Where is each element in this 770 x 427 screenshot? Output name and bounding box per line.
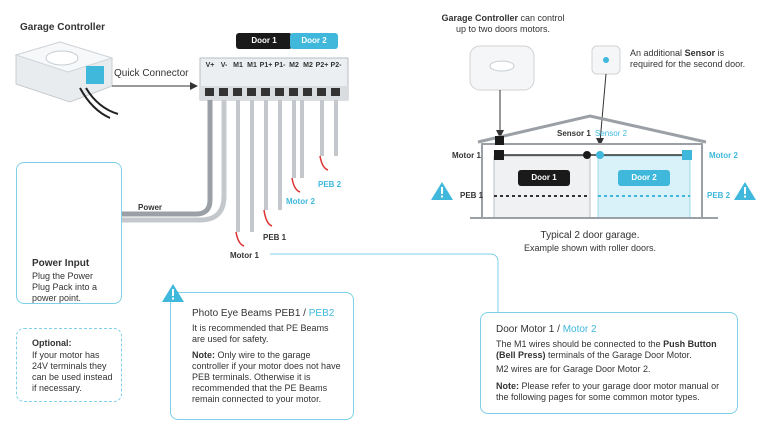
power-input-title: Power Input [32,258,90,269]
motor1-label: Motor 1 [452,151,481,160]
optional-box [16,328,122,402]
peb-para1: It is recommended that PE Beams are used… [192,323,329,344]
motor-para2: M2 wires are for Garage Door Motor 2. [496,364,651,374]
motor-box-title: Door Motor 1 / Motor 2 [496,324,597,335]
optional-body: If your motor has 24V terminals they can… [32,350,113,393]
garage-door2-badge: Door 2 [618,170,670,186]
terminal-label: V- [220,62,228,69]
terminal-label: P2+ [315,62,329,69]
garage-drawing [470,114,718,219]
motor2-wire-label: Motor 2 [286,197,315,206]
peb2-label: PEB 2 [707,191,731,200]
peb-title-b: PEB2 [308,308,335,319]
peb-title-a: Photo Eye Beams PEB1 / [192,308,306,319]
motor-para1: The M1 wires should be connected to the … [496,339,726,361]
peb-box-title: Photo Eye Beams PEB1 / PEB2 [192,308,334,319]
terminal-label: M2 [289,62,299,69]
sensor-desc: An additional Sensor is required for the… [630,48,748,70]
right-controller-title: Garage Controller [441,13,518,23]
peb1-wire-label: PEB 1 [263,233,287,242]
power-input-body: Plug the Power Plug Pack into a power po… [32,271,98,303]
power-input-box [16,162,122,304]
door-motor-box [480,312,738,414]
power-wire [120,100,213,217]
sensor2-label: Sensor 2 [595,129,628,138]
garage-caption-title: Typical 2 door garage. [540,230,640,241]
right-controller-text: can control up to two doors motors. [455,13,565,34]
optional-title: Optional: [32,338,72,348]
terminal-label: P2- [330,62,342,69]
terminal-label: P1- [274,62,286,69]
sensor-desc-a: An additional [630,48,683,58]
garage-caption-sub: Example shown with roller doors. [523,243,657,253]
motor1-wire-label: Motor 1 [230,251,259,260]
door1-badge: Door 1 [236,33,292,49]
garage-controller-device-image [14,41,119,119]
motor-note: Note: Please refer to your garage door m… [496,381,728,403]
peb-note-text: Only wire to the garage controller if yo… [192,350,341,404]
motor-note-label: Note: [496,381,519,391]
terminal-label: M2 [303,62,313,69]
sensor-word: Sensor [684,48,716,58]
motor-note-text: Please refer to your garage door motor m… [496,381,720,402]
motor-title-b: Motor 2 [562,324,597,335]
terminal-label: P1+ [259,62,273,69]
motor-para1-a: The M1 wires should be connected to the [496,339,661,349]
peb1-label: PEB 1 [460,191,484,200]
sensor1-label: Sensor 1 [557,129,591,138]
quick-connector-label: Quick Connector [114,68,189,79]
peb-note-label: Note: [192,350,215,360]
terminal-label: M1 [233,62,243,69]
motor2-label: Motor 2 [709,151,738,160]
power-label: Power [138,203,163,212]
motor-para1-bold: Push Button (Bell Press) [496,339,717,360]
motor-para1-b: terminals of the Garage Door Motor. [548,350,692,360]
controller-title: Garage Controller [20,22,106,33]
terminal-label: M1 [247,62,257,69]
photo-eye-beams-box [170,292,354,420]
motor-callout-line [270,253,499,312]
sensor-device-image [591,45,621,146]
right-controller-desc: Garage Controller can control up to two … [440,13,566,35]
garage-controller-top-image [469,45,535,138]
door2-badge: Door 2 [290,33,338,49]
sensor-desc-b: is required for the second door. [630,48,746,69]
peb-note: Note: Only wire to the garage controller… [192,350,344,405]
garage-door1-badge: Door 1 [518,170,570,186]
motor-title-a: Door Motor 1 / [496,324,560,335]
peb2-wire-label: PEB 2 [318,180,342,189]
terminal-block [199,57,349,101]
terminal-label: V+ [205,62,215,69]
